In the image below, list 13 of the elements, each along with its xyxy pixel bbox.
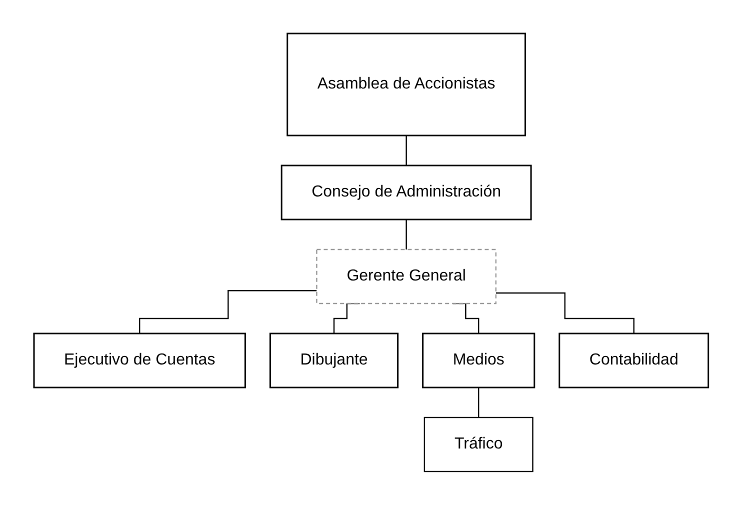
connector — [406, 134, 408, 166]
connector — [478, 386, 480, 418]
node-box: Tráfico — [424, 416, 534, 472]
node-box: Asamblea de Accionistas — [286, 32, 526, 136]
node-box: Gerente General — [316, 248, 497, 304]
node-box: Ejecutivo de Cuentas — [34, 332, 246, 388]
node-box: Consejo de Administración — [281, 164, 532, 220]
node-box: Medios — [422, 332, 536, 388]
connector — [406, 218, 408, 250]
node-box: Dibujante — [270, 332, 399, 388]
connector — [496, 292, 635, 334]
node-box: Contabilidad — [558, 332, 710, 388]
connector — [139, 290, 318, 334]
